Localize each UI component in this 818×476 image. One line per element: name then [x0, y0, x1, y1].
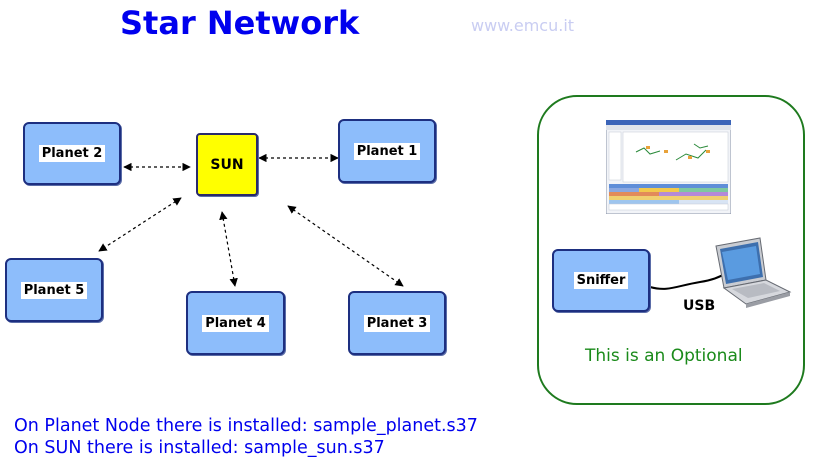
watermark: www.emcu.it — [471, 16, 575, 35]
node-label: Planet 2 — [38, 145, 106, 162]
node-planet-5: Planet 5 — [5, 258, 103, 322]
arrow-sun-planet4 — [219, 211, 238, 287]
node-sun: SUN — [196, 133, 258, 196]
laptop-icon — [715, 237, 792, 308]
node-planet-2: Planet 2 — [23, 122, 121, 185]
diagram-title: Star Network — [120, 4, 360, 42]
node-label: Planet 5 — [20, 281, 88, 299]
usb-label: USB — [683, 298, 716, 314]
node-planet-4: Planet 4 — [186, 291, 285, 355]
optional-caption: This is an Optional — [585, 346, 743, 366]
node-planet-3: Planet 3 — [348, 291, 446, 355]
arrow-sun-planet5 — [98, 197, 182, 252]
note-sun-install: On SUN there is installed: sample_sun.s3… — [14, 438, 385, 458]
arrow-sun-planet3 — [287, 205, 404, 287]
optional-sniffer-group — [537, 95, 805, 405]
node-label: Planet 4 — [202, 314, 269, 332]
node-label: Planet 1 — [353, 142, 421, 160]
note-planet-install: On Planet Node there is installed: sampl… — [14, 416, 478, 436]
sniffer-software-screenshot — [606, 120, 731, 214]
node-sniffer: Sniffer — [552, 249, 650, 312]
node-planet-1: Planet 1 — [338, 119, 436, 183]
node-label: Sniffer — [573, 272, 629, 289]
node-label: Planet 3 — [363, 314, 431, 332]
node-label: SUN — [210, 156, 244, 173]
